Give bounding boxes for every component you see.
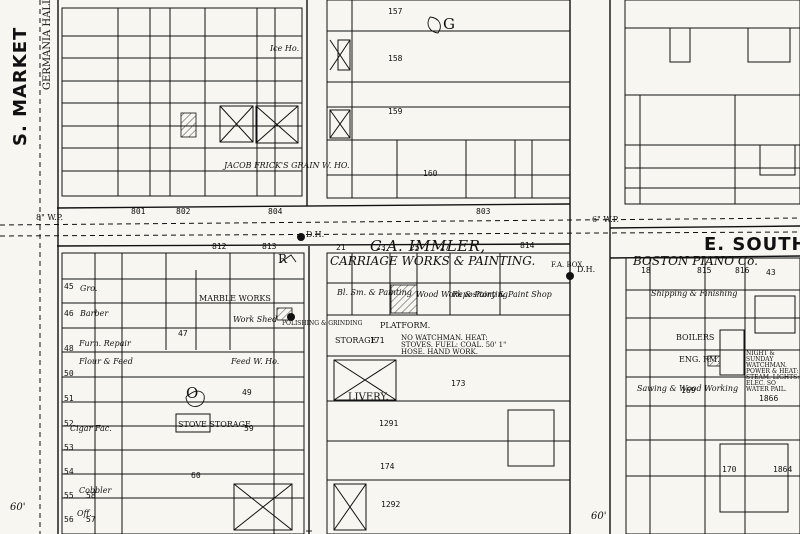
lot-54: 54 [64,467,74,476]
lot-804: 804 [268,207,283,216]
lot-1292: 1292 [381,500,401,509]
grocery-label: Gro. [80,284,98,293]
polishing-grinding-label: POLISHING & GRINDING [282,320,363,327]
lot-1866: 1866 [759,394,779,403]
wp-left-label: 8" W.P. [36,213,63,222]
lot-816: 816 [735,266,750,275]
lot-47: 47 [178,329,188,338]
lot-159: 159 [388,107,403,116]
lot-802: 802 [176,207,191,216]
lot-57: 57 [86,515,96,524]
cigar-factory-label: Cigar Fac. [70,424,112,433]
lot-43: 43 [766,268,776,277]
cobbler-label: Cobbler [79,486,112,495]
night-watchman-note: NIGHT & SUNDAY WATCHMAN. POWER & HEAT: S… [746,350,800,393]
lot-50: 50 [64,369,74,378]
lot-25: 25 [410,243,420,252]
lot-55: 55 [64,491,74,500]
platform-label: PLATFORM. [380,321,431,330]
south-street-label: E. SOUTH [704,234,800,255]
lot-1291: 1291 [379,419,399,428]
lot-158: 158 [388,54,403,63]
lot-46: 46 [64,309,74,318]
lot-49: 49 [242,388,252,397]
lot-1864: 1864 [773,465,793,474]
immler-owner-label: C.A. IMMLER, [370,237,486,255]
repository-paint-label: Repository & Paint Shop [452,290,552,299]
bottom-right-dimension: 60' [591,511,607,522]
boston-piano-label: BOSTON PIANO Co. [633,254,758,268]
blacksmith-painting-label: Bl. Sm. & Painting [337,288,412,297]
lot-21: 21 [336,243,346,252]
stove-storage-label: STOVE STORAGE [178,420,251,429]
immler-business-label: CARRIAGE WORKS & PAINTING. [330,254,536,268]
lot-27: 27 [440,243,450,252]
lot-51: 51 [64,394,74,403]
letter-r: R [278,252,288,266]
dh-right-label: D.H. [577,265,596,274]
germania-hall-label: GERMANIA HALL [42,0,53,90]
lot-801: 801 [131,207,146,216]
lot-173: 173 [451,379,466,388]
wood-work-painting-label: Wood Work & Painting [416,290,508,299]
lot-53: 53 [64,443,74,452]
barber-label: Barber [80,309,109,318]
lot-170: 170 [722,465,737,474]
lot-160: 160 [423,169,438,178]
lot-56: 56 [64,515,74,524]
lot-169: 169 [681,386,696,395]
flour-feed-label: Flour & Feed [79,357,133,366]
boilers-label: BOILERS [676,333,715,342]
ice-house-label: Ice Ho. [270,44,300,53]
lot-18: 18 [641,266,651,275]
lot-174: 174 [380,462,395,471]
lot-23: 23 [376,243,386,252]
furniture-repair-label: Furn. Repair [79,339,131,348]
market-street-label: S. MARKET [10,26,31,146]
storage-label: STORAGE [335,336,377,345]
lot-813: 813 [262,242,277,251]
lot-48: 48 [64,344,74,353]
dh-left-label: D.H. [306,230,325,239]
lot-815: 815 [697,266,712,275]
work-shed-label: Work Shed [233,315,278,324]
lot-171: 171 [370,336,385,345]
shipping-finishing-label: Shipping & Finishing [651,289,738,298]
grain-house-label: JACOB FRICK'S GRAIN W. HO. [224,161,350,170]
letter-o: O [186,384,199,402]
wp-right-label: 6" W.P. [592,215,619,224]
lot-803: 803 [476,207,491,216]
lot-812: 812 [212,242,227,251]
lot-60: 60 [191,471,201,480]
bottom-left-dimension: 60' [10,502,26,513]
lot-814: 814 [520,241,535,250]
engine-room-label: ENG. RM. [679,355,720,364]
sawing-wood-label: Sawing & Wood Working [637,384,739,393]
office-label: Off. [77,509,92,518]
watchman-note: NO WATCHMAN. HEAT: STOVES. FUEL: COAL. 5… [401,334,507,356]
letter-g: G [443,15,456,33]
fa-box-label: F.A. BOX. [551,261,585,269]
feed-house-label: Feed W. Ho. [231,357,280,366]
lot-58: 58 [86,491,96,500]
livery-label: LIVERY. [348,392,389,403]
lot-157: 157 [388,7,403,16]
lot-59: 59 [244,424,254,433]
marble-works-label: MARBLE WORKS [199,294,271,303]
lot-52: 52 [64,419,74,428]
lot-45: 45 [64,282,74,291]
